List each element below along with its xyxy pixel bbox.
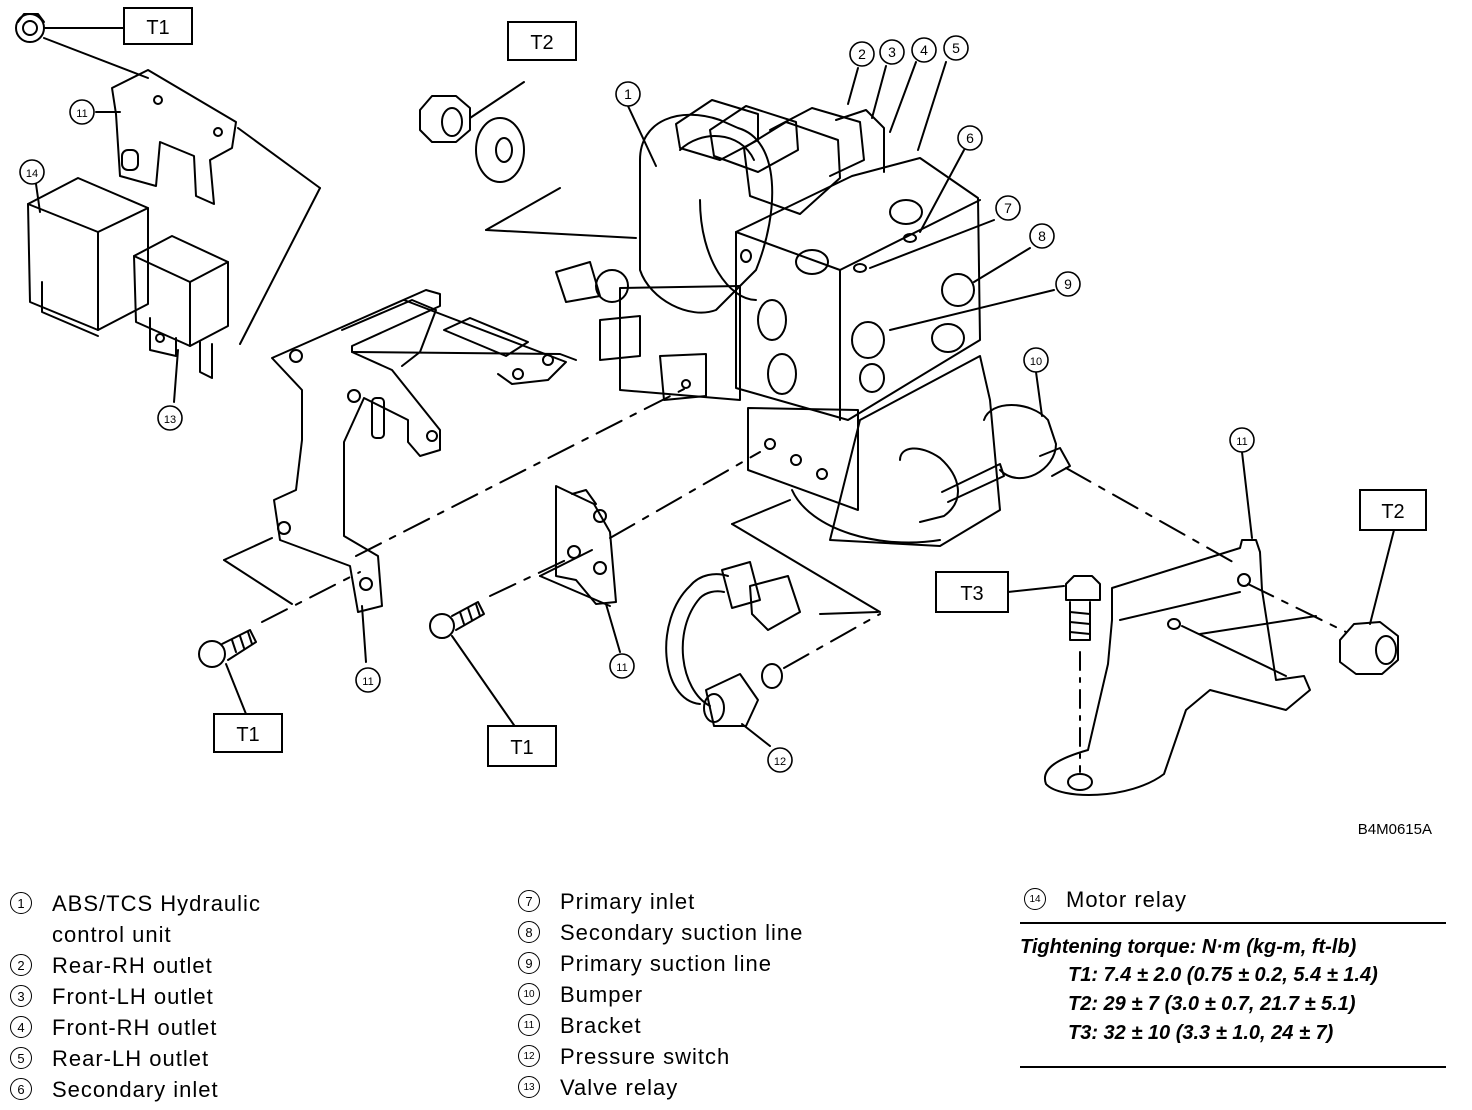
legend-number: 11 [518, 1014, 540, 1036]
svg-text:10: 10 [1030, 356, 1042, 368]
svg-text:11: 11 [362, 676, 373, 688]
svg-text:11: 11 [1236, 436, 1247, 448]
legend-label: Secondary inlet [52, 1077, 219, 1102]
legend-number: 14 [1024, 888, 1046, 910]
part-number-11-top-left: 11 [69, 99, 95, 125]
torque-t1: T1: 7.4 ± 2.0 (0.75 ± 0.2, 5.4 ± 1.4) [1068, 964, 1378, 986]
legend-label: Valve relay [560, 1075, 679, 1100]
callout-t1-middle: T1 [487, 725, 557, 767]
svg-text:T2: T2 [530, 32, 553, 54]
part-number-11-right: 11 [1229, 427, 1255, 453]
part-number-12: 12 [767, 747, 793, 773]
tightening-torque-table: Tightening torque: N·m (kg-m, ft-lb) T1:… [1020, 922, 1446, 1068]
part-number-5: 5 [943, 35, 969, 61]
callout-t1-left: T1 [213, 713, 283, 753]
legend-label: Primary inlet [560, 889, 696, 914]
torque-t2: T2: 29 ± 7 (3.0 ± 0.7, 21.7 ± 5.1) [1068, 993, 1356, 1015]
part-number-7: 7 [995, 195, 1021, 221]
legend-label: Front-LH outlet [52, 984, 214, 1009]
svg-text:12: 12 [774, 756, 786, 768]
legend-label: Rear-LH outlet [52, 1046, 210, 1071]
nut-top [419, 95, 525, 183]
part-number-3: 3 [879, 39, 905, 65]
callout-t1-top: T1 [123, 7, 193, 45]
svg-text:8: 8 [1038, 228, 1046, 244]
valve-relay [133, 235, 229, 379]
nut-right [1339, 621, 1399, 675]
legend-number: 6 [10, 1078, 32, 1100]
figure-code: B4M0615A [1358, 821, 1432, 838]
part-number-6: 6 [957, 125, 983, 151]
legend-number: 3 [10, 985, 32, 1007]
legend-label: Secondary suction line [560, 920, 804, 945]
svg-text:6: 6 [966, 130, 974, 146]
legend-number: 1 [10, 892, 32, 914]
svg-text:T2: T2 [1381, 501, 1404, 523]
callout-t2-right: T2 [1359, 489, 1427, 531]
part-number-4: 4 [911, 37, 937, 63]
svg-text:T1: T1 [510, 737, 533, 759]
torque-title: Tightening torque: N·m (kg-m, ft-lb) [1020, 936, 1357, 958]
part-number-14: 14 [19, 159, 45, 185]
torque-t3: T3: 32 ± 10 (3.3 ± 1.0, 24 ± 7) [1068, 1022, 1334, 1044]
bracket-relays [111, 69, 237, 205]
svg-text:9: 9 [1064, 276, 1072, 292]
exploded-view-diagram: T1 T2 T1 T1 T3 T2 1 2 3 4 5 6 7 8 9 10 1… [15, 7, 1432, 838]
pressure-switch [665, 561, 801, 727]
svg-text:13: 13 [164, 414, 176, 426]
callout-t2-top: T2 [507, 21, 577, 61]
svg-text:7: 7 [1004, 200, 1012, 216]
hydraulic-control-unit [555, 99, 1071, 547]
svg-text:14: 14 [26, 168, 38, 180]
legend-label: Bracket [560, 1013, 642, 1038]
motor-relay [27, 177, 149, 337]
legend-number: 9 [518, 952, 540, 974]
legend-label: Primary suction line [560, 951, 772, 976]
part-number-13: 13 [157, 405, 183, 431]
legend-number: 12 [518, 1045, 540, 1067]
legend-label: Front-RH outlet [52, 1015, 218, 1040]
svg-text:T1: T1 [236, 724, 259, 746]
part-number-11-left: 11 [355, 667, 381, 693]
bracket-right [1043, 539, 1311, 796]
part-number-11-middle: 11 [609, 653, 635, 679]
legend-number: 10 [518, 983, 540, 1005]
legend-label: Rear-RH outlet [52, 953, 213, 978]
part-number-10: 10 [1023, 347, 1049, 373]
svg-text:T1: T1 [146, 17, 169, 39]
part-number-2: 2 [849, 41, 875, 67]
svg-text:T3: T3 [960, 583, 983, 605]
svg-text:2: 2 [858, 46, 866, 62]
callout-t3: T3 [935, 571, 1009, 613]
part-number-9: 9 [1055, 271, 1081, 297]
svg-text:11: 11 [616, 662, 627, 674]
main-bracket [271, 289, 577, 613]
legend-number: 13 [518, 1076, 540, 1098]
nut-top-left [15, 13, 45, 43]
svg-text:5: 5 [952, 40, 960, 56]
bolt-bracket-middle [429, 601, 485, 639]
svg-text:11: 11 [76, 108, 87, 120]
bolt-bracket-left [198, 629, 257, 668]
legend-number: 8 [518, 921, 540, 943]
svg-text:3: 3 [888, 44, 896, 60]
part-number-8: 8 [1029, 223, 1055, 249]
legend-label: Motor relay [1066, 887, 1188, 912]
svg-text:4: 4 [920, 42, 928, 58]
legend-number: 4 [10, 1016, 32, 1038]
legend-number: 2 [10, 954, 32, 976]
bolt-bracket-right [1065, 575, 1101, 641]
part-number-1: 1 [615, 81, 641, 107]
legend-number: 5 [10, 1047, 32, 1069]
legend-number: 7 [518, 890, 540, 912]
legend-label: control unit [52, 922, 172, 947]
legend-label: Bumper [560, 982, 644, 1007]
legend-label: Pressure switch [560, 1044, 731, 1069]
svg-text:1: 1 [624, 86, 632, 102]
legend-label: ABS/TCS Hydraulic [52, 891, 261, 916]
